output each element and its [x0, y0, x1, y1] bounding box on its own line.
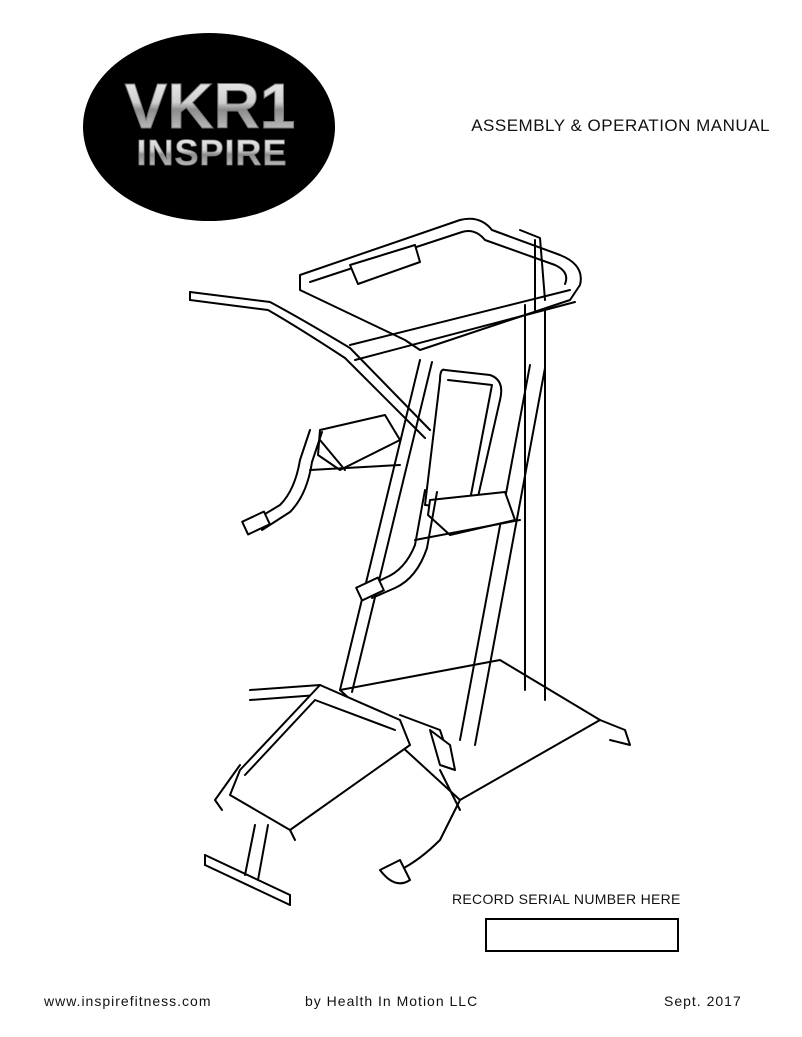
brand-logo: VKR1 INSPIRE [82, 32, 337, 222]
logo-line1: VKR1 [125, 70, 296, 142]
footer-publisher: by Health In Motion LLC [305, 993, 479, 1009]
power-tower-illustration [180, 205, 640, 915]
footer-date: Sept. 2017 [664, 993, 742, 1009]
logo-line2: INSPIRE [136, 132, 287, 173]
serial-number-box[interactable] [485, 918, 679, 952]
document-title: ASSEMBLY & OPERATION MANUAL [471, 116, 770, 135]
footer-website: www.inspirefitness.com [44, 993, 212, 1009]
serial-number-label: RECORD SERIAL NUMBER HERE [452, 891, 681, 907]
